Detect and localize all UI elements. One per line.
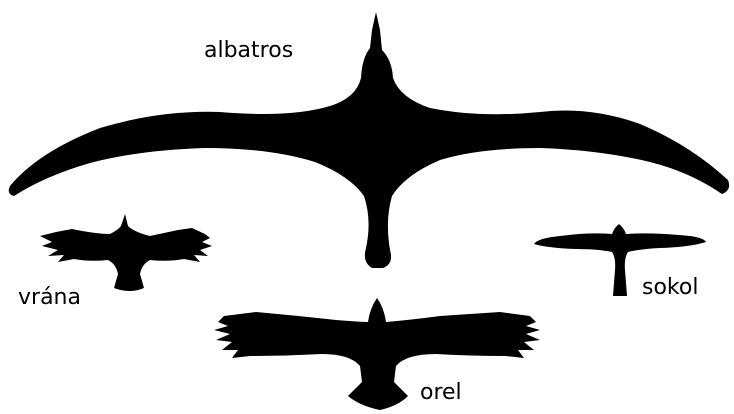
label-sokol: sokol <box>642 277 698 299</box>
label-albatros: albatros <box>204 40 293 62</box>
label-orel: orel <box>420 382 462 404</box>
label-vrana: vrána <box>18 287 81 309</box>
eagle-silhouette-icon <box>214 298 540 410</box>
crow-silhouette-icon <box>40 214 212 291</box>
